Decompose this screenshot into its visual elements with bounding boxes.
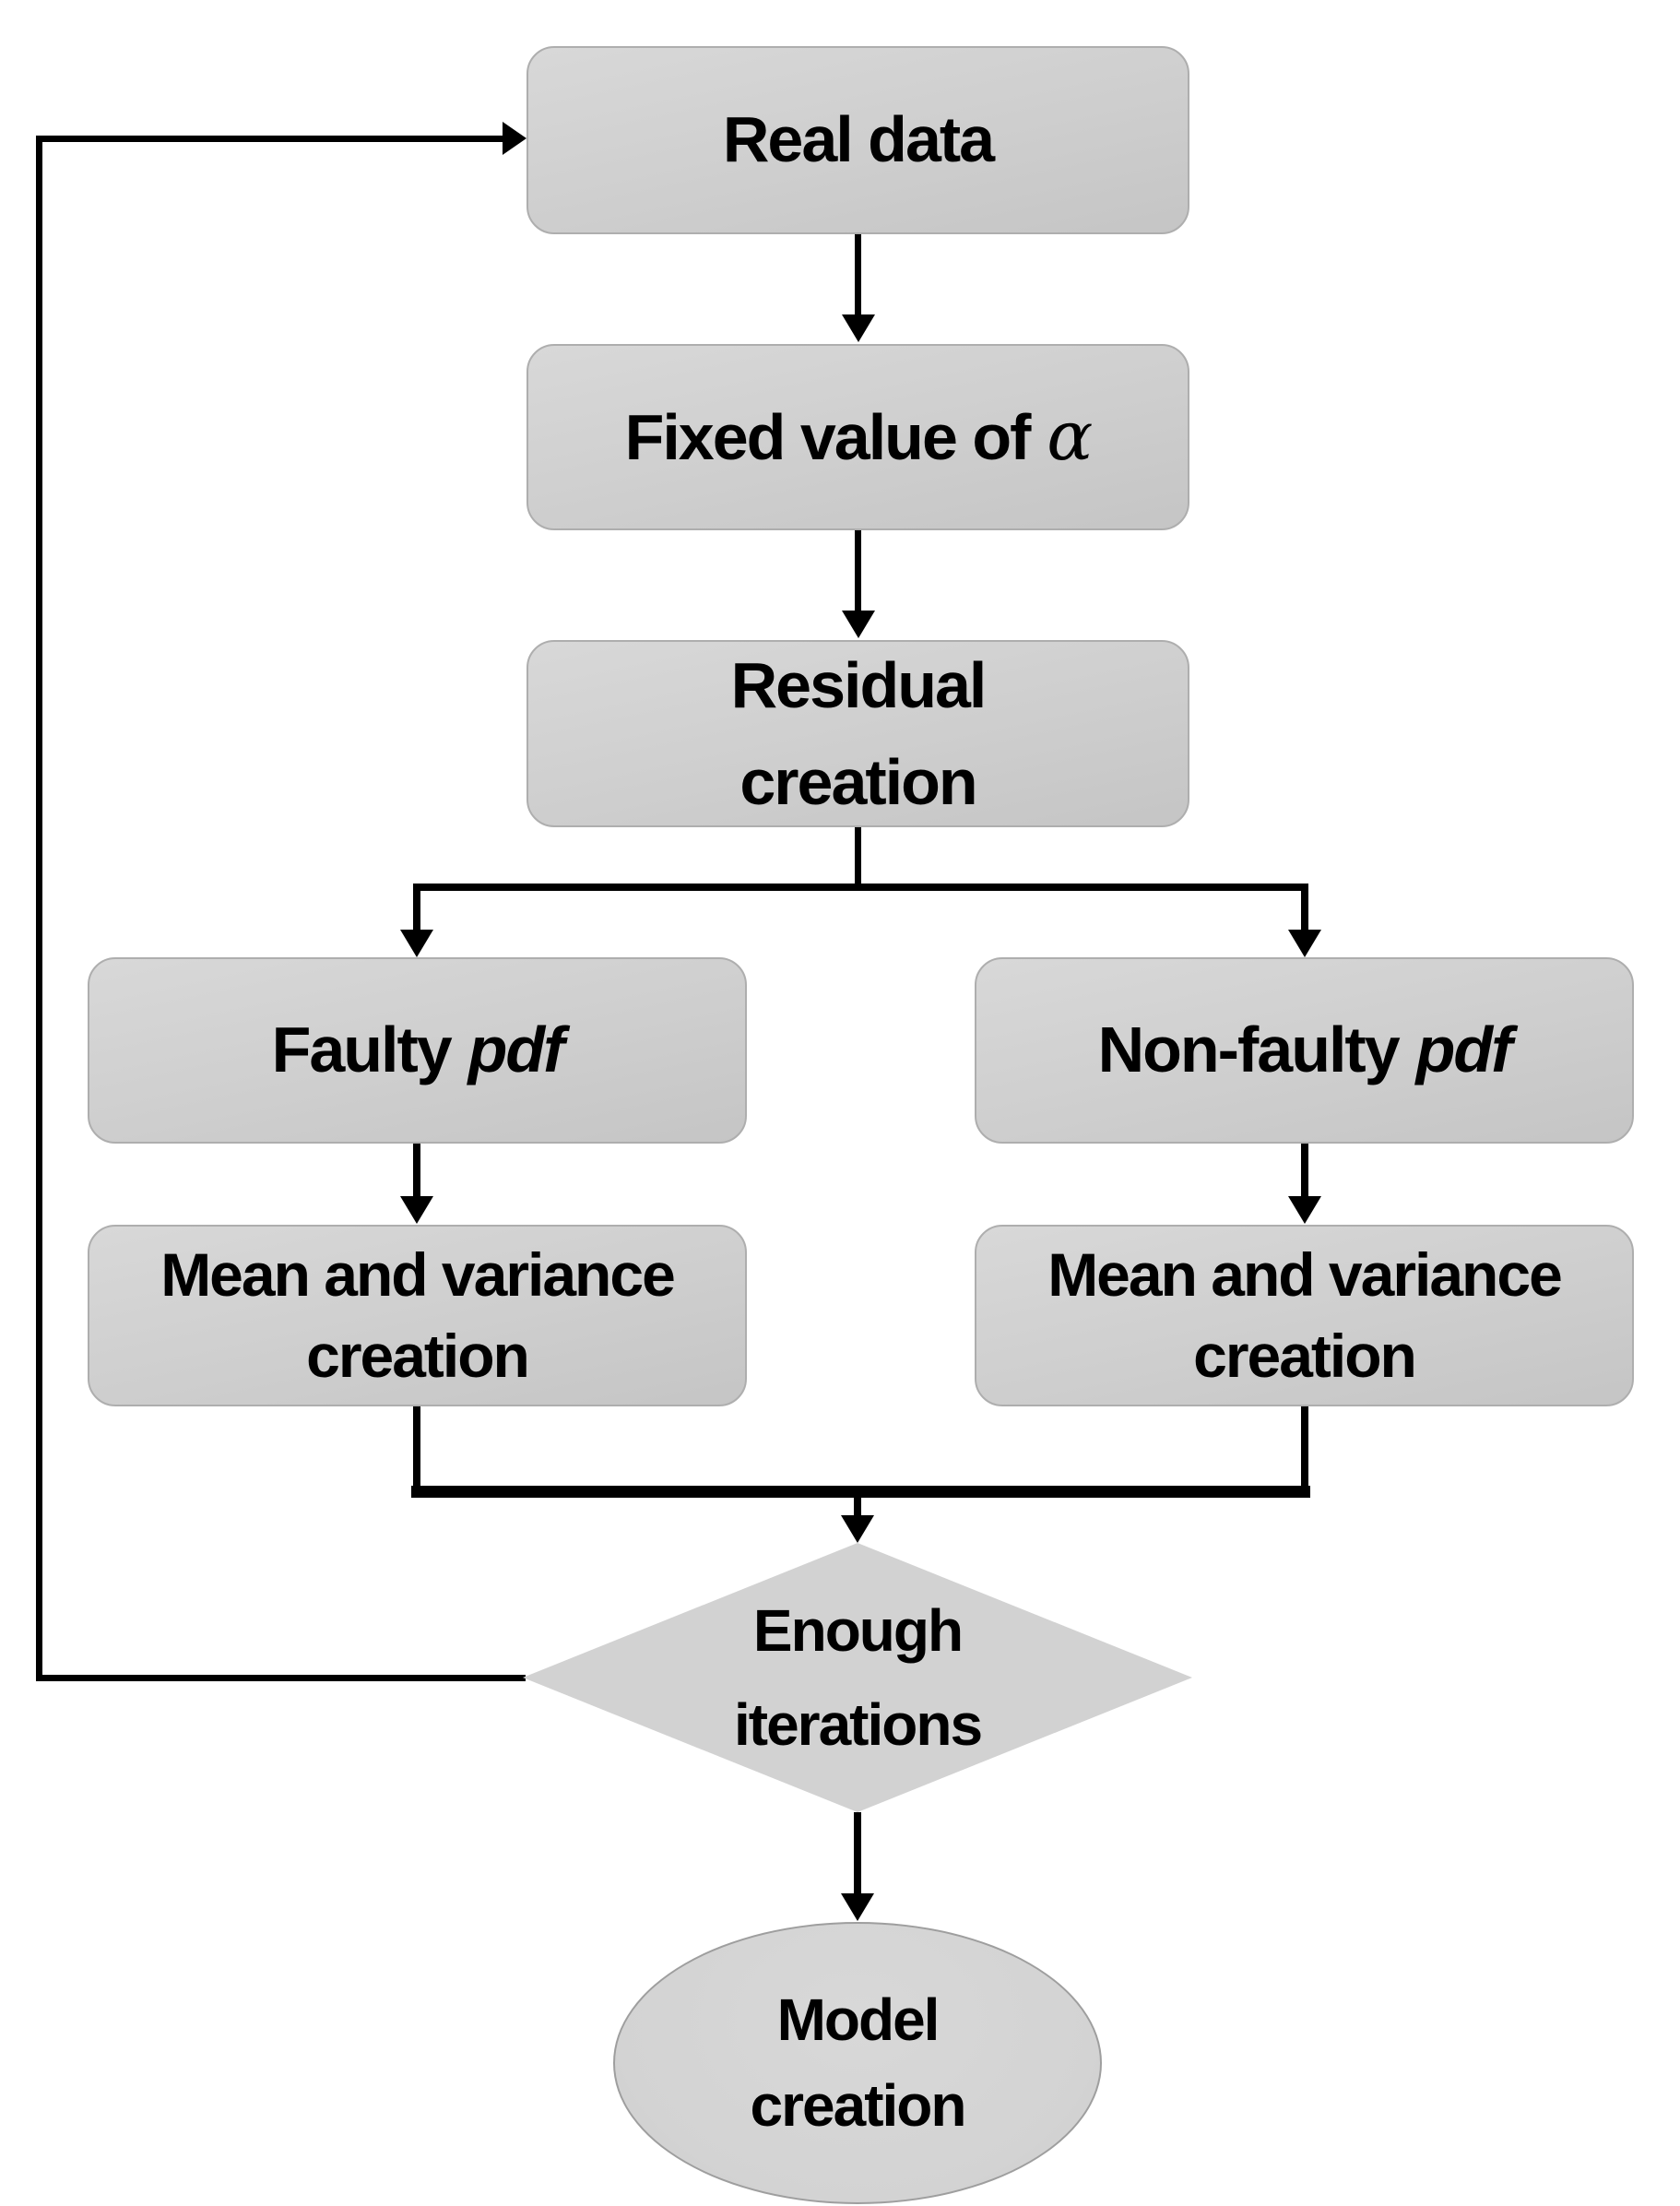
connector-mean-right-drop: [1301, 1406, 1308, 1491]
node-real-data: Real data: [526, 46, 1189, 234]
node-mean-left-line1: Mean and variance: [160, 1240, 676, 1310]
faulty-pdf-italic: pdf: [467, 1014, 565, 1086]
node-model-line1: Model: [776, 1987, 941, 2054]
connector-nonfaulty-to-mean: [1301, 1144, 1308, 1196]
node-decision-line2: iterations: [733, 1691, 983, 1758]
non-faulty-text: Non-faulty: [1097, 1014, 1401, 1086]
fixed-alpha-text: Fixed value of: [624, 401, 1032, 474]
arrowhead-down-icon: [841, 1893, 874, 1921]
alpha-symbol: α: [1047, 397, 1093, 477]
connector-merge-to-diamond: [854, 1498, 861, 1515]
arrowhead-down-icon: [1288, 930, 1321, 957]
arrowhead-down-icon: [400, 930, 433, 957]
connector-residual-stub: [855, 827, 861, 891]
arrowhead-right-icon: [503, 122, 526, 155]
connector-real-to-fixed: [855, 234, 861, 314]
node-residual-creation: Residual creation: [526, 640, 1189, 827]
connector-diamond-to-model: [854, 1812, 861, 1893]
node-model-creation: Model creation: [613, 1922, 1102, 2204]
connector-feedback-vertical: [36, 136, 42, 1681]
arrowhead-down-icon: [841, 1515, 874, 1543]
connector-merge-bar: [411, 1486, 1310, 1498]
arrowhead-down-icon: [842, 611, 875, 638]
node-mean-right-line1: Mean and variance: [1047, 1240, 1563, 1310]
node-mean-variance-right: Mean and variance creation: [975, 1225, 1634, 1406]
connector-fixed-to-residual: [855, 530, 861, 611]
faulty-text: Faulty: [271, 1014, 453, 1086]
non-faulty-pdf-italic: pdf: [1415, 1014, 1513, 1086]
node-mean-left-line2: creation: [306, 1321, 530, 1390]
connector-feedback-bottom: [36, 1675, 526, 1681]
node-mean-variance-left: Mean and variance creation: [88, 1225, 747, 1406]
arrowhead-down-icon: [400, 1196, 433, 1224]
node-residual-line2: creation: [739, 745, 977, 818]
arrowhead-down-icon: [842, 314, 875, 342]
connector-branch-bar: [413, 884, 1308, 891]
connector-faulty-to-mean: [413, 1144, 420, 1196]
connector-branch-left-drop: [413, 884, 420, 931]
connector-mean-left-drop: [413, 1406, 420, 1491]
node-decision-line1: Enough: [752, 1596, 964, 1664]
node-mean-right-line2: creation: [1193, 1321, 1417, 1390]
connector-branch-right-drop: [1301, 884, 1308, 931]
connector-feedback-top: [36, 136, 503, 142]
node-real-data-label: Real data: [722, 103, 995, 176]
node-enough-iterations: Enough iterations: [523, 1543, 1192, 1812]
node-residual-line1: Residual: [730, 648, 988, 721]
arrowhead-down-icon: [1288, 1196, 1321, 1224]
node-model-line2: creation: [750, 2072, 967, 2139]
